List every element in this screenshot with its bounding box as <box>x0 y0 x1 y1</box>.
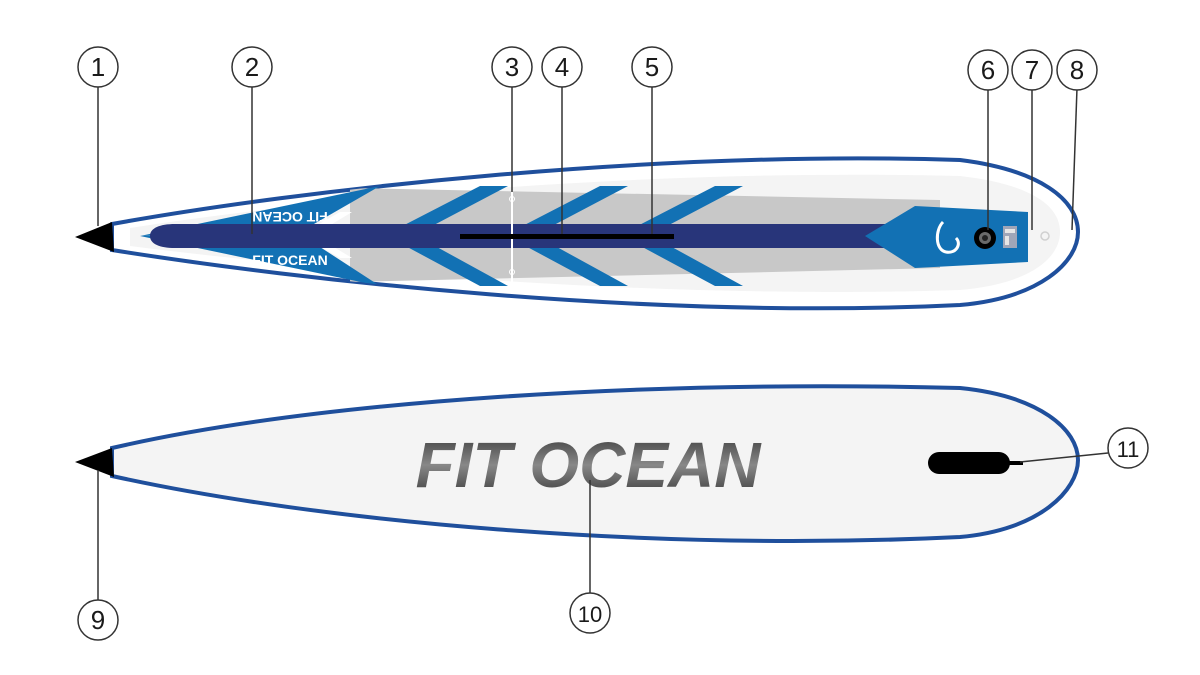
callout-2: 2 <box>231 46 273 88</box>
bungee-ring-top <box>509 196 515 202</box>
callout-11-label: 11 <box>1117 437 1140 462</box>
fin-box <box>928 452 1010 474</box>
callout-1-label: 1 <box>91 52 105 82</box>
callout-6: 6 <box>967 49 1009 91</box>
brand-text-bottom: FIT OCEAN <box>416 429 763 501</box>
callout-9-label: 9 <box>91 605 105 635</box>
callout-10: 10 <box>569 592 611 634</box>
callout-3-label: 3 <box>505 52 519 82</box>
callout-4: 4 <box>541 46 583 88</box>
callout-10-label: 10 <box>578 602 602 627</box>
callout-5: 5 <box>631 46 673 88</box>
callout-2-label: 2 <box>245 52 259 82</box>
carry-handle <box>460 234 674 239</box>
brand-logo-icon <box>935 220 960 254</box>
leash-ring <box>1040 231 1050 241</box>
nose-cap-top <box>75 222 114 252</box>
brand-text-upper: FIT OCEAN <box>252 209 327 225</box>
callout-11: 11 <box>1107 427 1149 469</box>
callout-8-label: 8 <box>1070 55 1084 85</box>
callout-7: 7 <box>1011 49 1053 91</box>
bottom-board: FIT OCEAN <box>75 384 1081 543</box>
callout-9: 9 <box>77 599 119 641</box>
callout-6-label: 6 <box>981 55 995 85</box>
nose-cap-bottom <box>75 448 114 477</box>
bungee-ring-bottom <box>509 269 515 275</box>
callout-7-label: 7 <box>1025 55 1039 85</box>
callout-8: 8 <box>1056 49 1098 91</box>
callout-4-label: 4 <box>555 52 569 82</box>
leader-lines <box>97 86 1109 600</box>
bottom-board-outline <box>110 384 1081 543</box>
callout-1: 1 <box>77 46 119 88</box>
top-board: FIT OCEAN FIT OCEAN <box>75 156 1081 311</box>
callout-5-label: 5 <box>645 52 659 82</box>
callout-3: 3 <box>491 46 533 88</box>
brand-text-lower: FIT OCEAN <box>252 252 327 268</box>
nose-panel-upper <box>140 186 380 236</box>
